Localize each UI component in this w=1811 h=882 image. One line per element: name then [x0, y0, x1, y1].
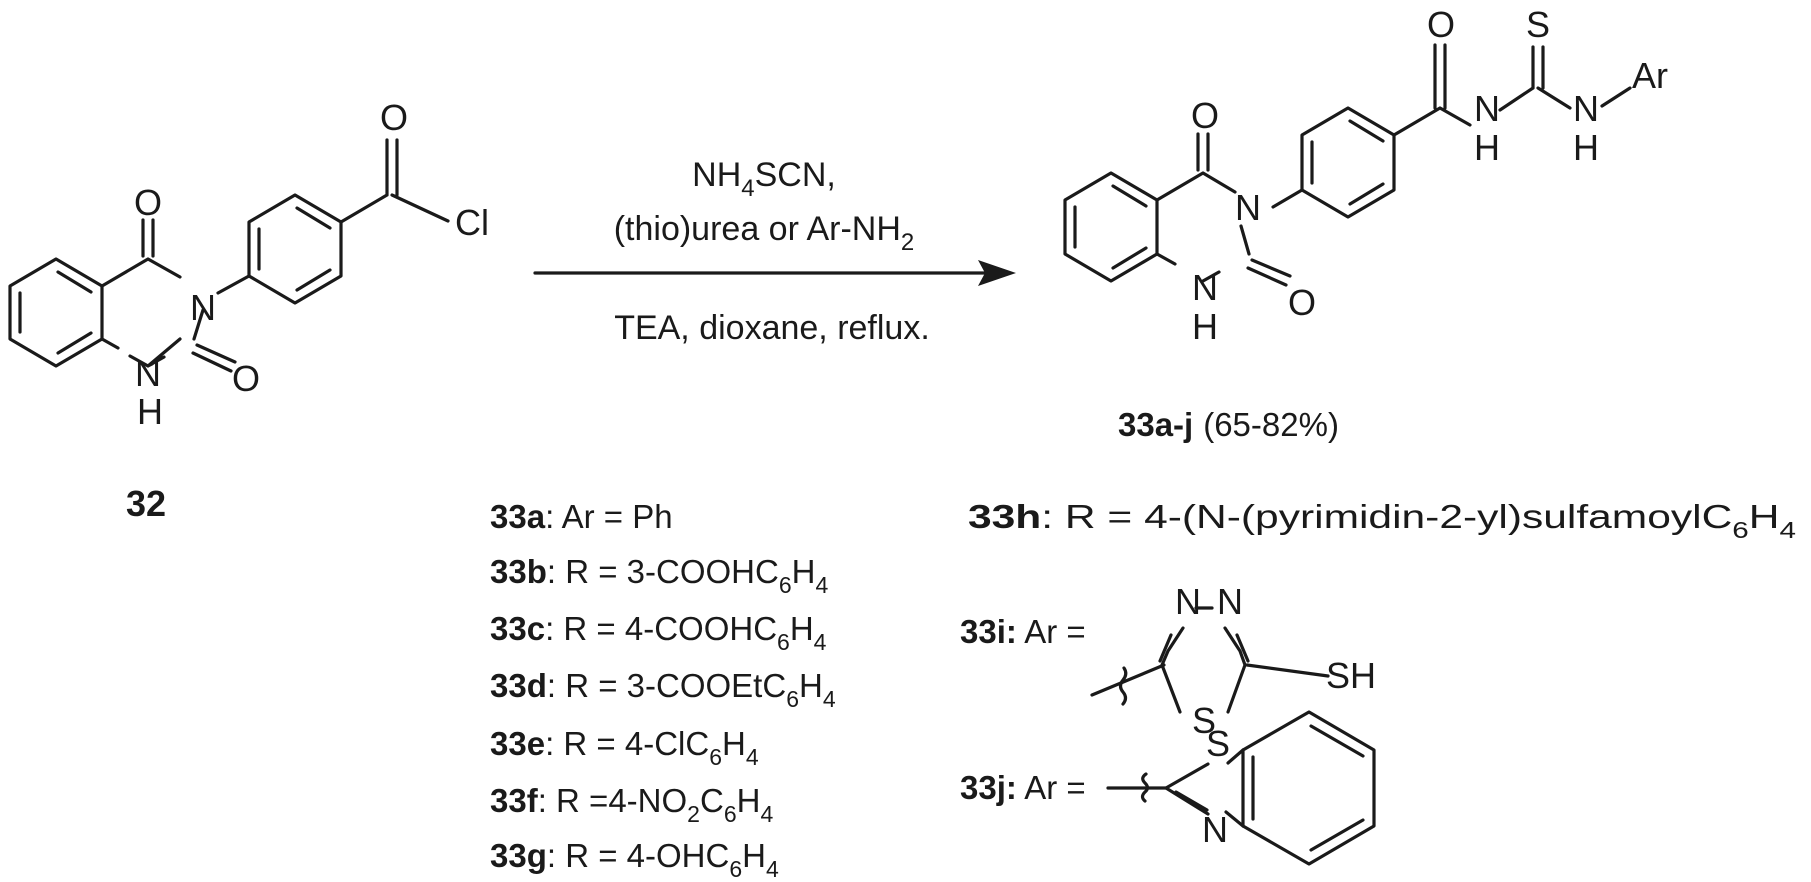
product-oxygen-c4: O: [1191, 95, 1219, 136]
product-label: 33a-j (65-82%): [1118, 406, 1339, 443]
reactant-n3: N: [190, 287, 216, 328]
reactant-oxygen-acyl: O: [380, 97, 408, 138]
substituent-33f: 33f: R =4-NO2C6H4: [490, 782, 773, 827]
reactant-oxygen-c4: O: [134, 182, 162, 223]
reactant-32-structure: [8, 138, 450, 373]
substituent-33i-nitrogen-2: N: [1217, 581, 1243, 622]
substituent-33i-thiol: SH: [1326, 655, 1376, 696]
product-oxygen-amide: O: [1427, 4, 1455, 45]
substituent-33d: 33d: R = 3-COOEtC6H4: [490, 667, 836, 712]
product-n3: N: [1235, 187, 1261, 228]
substituent-33e: 33e: R = 4-ClC6H4: [490, 725, 759, 770]
reactant-n1-hydrogen: H: [137, 391, 163, 432]
substituent-33h: 33h: R = 4-(N-(pyrimidin-2-yl)sulfamoylC…: [968, 498, 1796, 543]
substituent-33i-sulfur: S: [1192, 700, 1216, 741]
substituent-33j-sulfur: S: [1206, 723, 1230, 764]
product-oxygen-c2: O: [1288, 282, 1316, 323]
product-aryl-group: Ar: [1632, 55, 1668, 96]
product-n1-hydrogen: H: [1192, 306, 1218, 347]
substituent-33i-thiadiazole-ring: [1090, 606, 1330, 714]
product-33-structure: [1063, 43, 1632, 287]
substituent-33a: 33a: Ar = Ph: [490, 498, 673, 535]
reactant-n1: N: [135, 353, 161, 394]
substituent-33j-benzothiazole-ring: [1106, 710, 1376, 866]
product-amide-nitrogen: N: [1474, 88, 1500, 129]
reactant-chlorine: Cl: [455, 202, 489, 243]
substituent-33i: 33i: Ar =: [960, 613, 1086, 650]
product-yield: (65-82%): [1203, 406, 1339, 443]
substituent-33j-nitrogen: N: [1202, 809, 1228, 850]
product-n1: N: [1192, 267, 1218, 308]
substituent-33j: 33j: Ar =: [960, 769, 1086, 806]
substituent-33g: 33g: R = 4-OHC6H4: [490, 837, 779, 882]
condition-solvent: TEA, dioxane, reflux.: [614, 309, 930, 347]
reactant-oxygen-c2: O: [232, 358, 260, 399]
reaction-arrow: [533, 260, 1016, 286]
product-thioamide-hydrogen: H: [1573, 127, 1599, 168]
reactant-compound-number: 32: [126, 483, 166, 524]
product-sulfur-thiocarbonyl: S: [1526, 4, 1550, 45]
condition-reagent-1: NH4SCN,: [692, 156, 836, 202]
substituent-33i-nitrogen-1: N: [1175, 581, 1201, 622]
substituent-33b: 33b: R = 3-COOHC6H4: [490, 553, 828, 598]
product-amide-hydrogen: H: [1474, 127, 1500, 168]
product-compound-number: 33a-j: [1118, 406, 1193, 443]
substituent-33c: 33c: R = 4-COOHC6H4: [490, 610, 827, 655]
product-thioamide-nitrogen: N: [1573, 88, 1599, 129]
condition-reagent-2: (thio)urea or Ar-NH2: [614, 210, 915, 256]
